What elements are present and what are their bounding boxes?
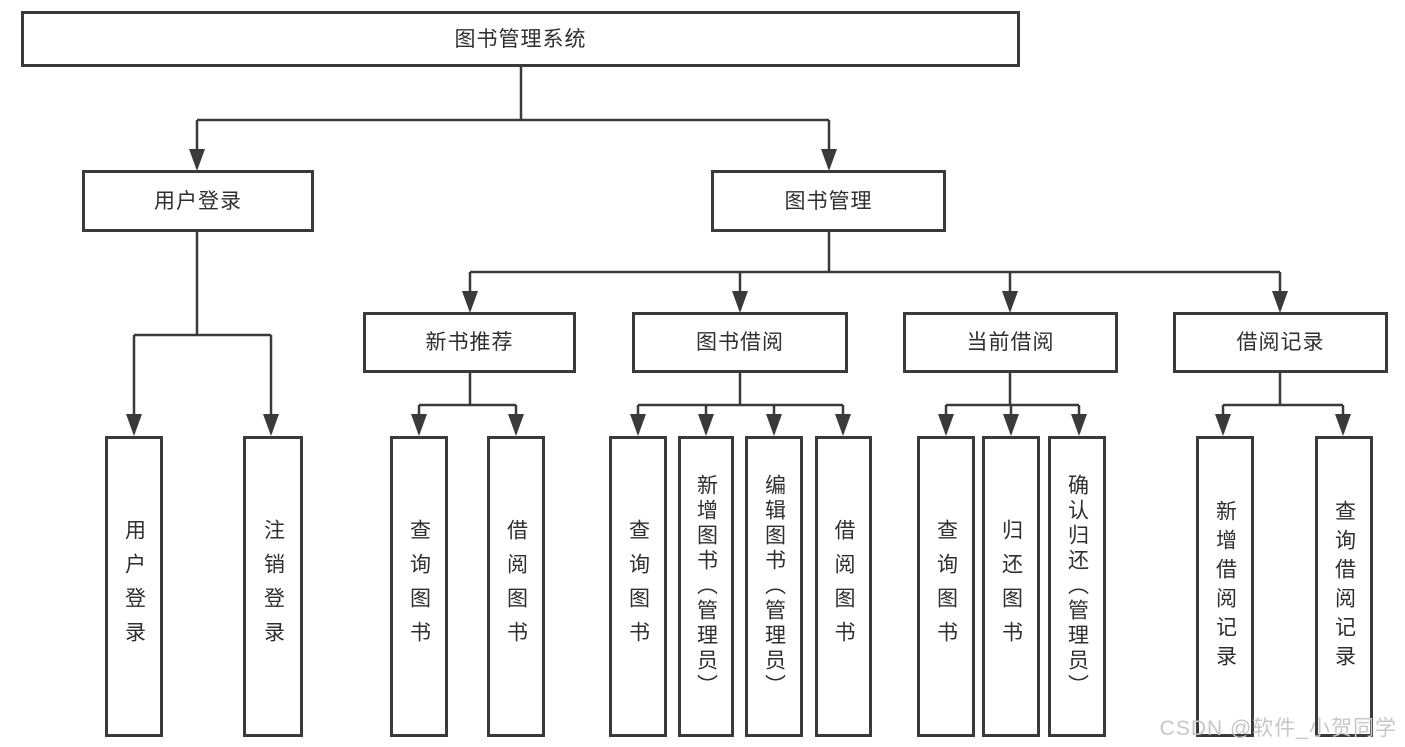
leaf-query-borrow-record: 查询借阅记录	[1315, 436, 1373, 737]
leaf-logout: 注销登录	[243, 436, 303, 737]
leaf-user-login: 用户登录	[105, 436, 163, 737]
leaf-add-book-admin-label: 新增图书（管理员）	[694, 474, 718, 699]
connector-root-to-level2	[195, 66, 831, 168]
node-current-borrowing-label: 当前借阅	[966, 331, 1055, 354]
leaf-add-book-admin: 新增图书（管理员）	[678, 436, 734, 737]
leaf-query-book-current-label: 查询图书	[934, 518, 958, 655]
leaf-query-borrow-record-label: 查询借阅记录	[1332, 499, 1356, 674]
node-root: 图书管理系统	[21, 11, 1020, 67]
node-book-management: 图书管理	[711, 170, 946, 232]
connector-borrowrecords-to-leaves	[1221, 372, 1345, 433]
node-book-borrowing: 图书借阅	[632, 312, 848, 373]
leaf-borrow-book-recommend: 借阅图书	[487, 436, 545, 737]
leaf-add-borrow-record-label: 新增借阅记录	[1213, 499, 1237, 674]
csdn-watermark: CSDN @软件_小贺同学	[1159, 717, 1397, 740]
node-user-login: 用户登录	[82, 170, 314, 232]
connector-bookmgmt-to-level3	[468, 231, 1282, 310]
leaf-query-book-borrow: 查询图书	[609, 436, 667, 737]
node-borrowing-records: 借阅记录	[1173, 312, 1388, 373]
leaf-query-book-recommend-label: 查询图书	[407, 518, 431, 655]
node-user-login-label: 用户登录	[154, 189, 242, 213]
leaf-return-book-label: 归还图书	[999, 518, 1023, 655]
node-book-management-label: 图书管理	[784, 189, 873, 213]
node-borrowing-records-label: 借阅记录	[1236, 331, 1325, 354]
leaf-add-borrow-record: 新增借阅记录	[1196, 436, 1254, 737]
leaf-edit-book-admin: 编辑图书（管理员）	[745, 436, 803, 737]
node-root-label: 图书管理系统	[454, 27, 587, 51]
leaf-query-book-current: 查询图书	[917, 436, 975, 737]
node-new-book-recommend-label: 新书推荐	[425, 331, 514, 354]
node-new-book-recommend: 新书推荐	[363, 312, 576, 373]
leaf-borrow-book-recommend-label: 借阅图书	[504, 518, 528, 655]
arrowheads	[126, 149, 1351, 436]
connector-newbook-to-leaves	[417, 372, 518, 433]
leaf-query-book-recommend: 查询图书	[390, 436, 448, 737]
node-current-borrowing: 当前借阅	[903, 312, 1118, 373]
leaf-logout-label: 注销登录	[261, 518, 285, 655]
leaf-borrow-book: 借阅图书	[815, 436, 872, 737]
connector-userlogin-to-leaves	[132, 231, 273, 433]
leaf-query-book-borrow-label: 查询图书	[626, 518, 650, 655]
node-book-borrowing-label: 图书借阅	[696, 331, 784, 354]
leaf-confirm-return-admin-label: 确认归还（管理员）	[1065, 474, 1089, 699]
leaf-user-login-label: 用户登录	[122, 518, 146, 655]
leaf-borrow-book-label: 借阅图书	[832, 518, 855, 655]
leaf-edit-book-admin-label: 编辑图书（管理员）	[762, 474, 786, 699]
connector-bookborrow-to-leaves	[636, 372, 845, 433]
leaf-confirm-return-admin: 确认归还（管理员）	[1048, 436, 1106, 737]
leaf-return-book: 归还图书	[982, 436, 1040, 737]
